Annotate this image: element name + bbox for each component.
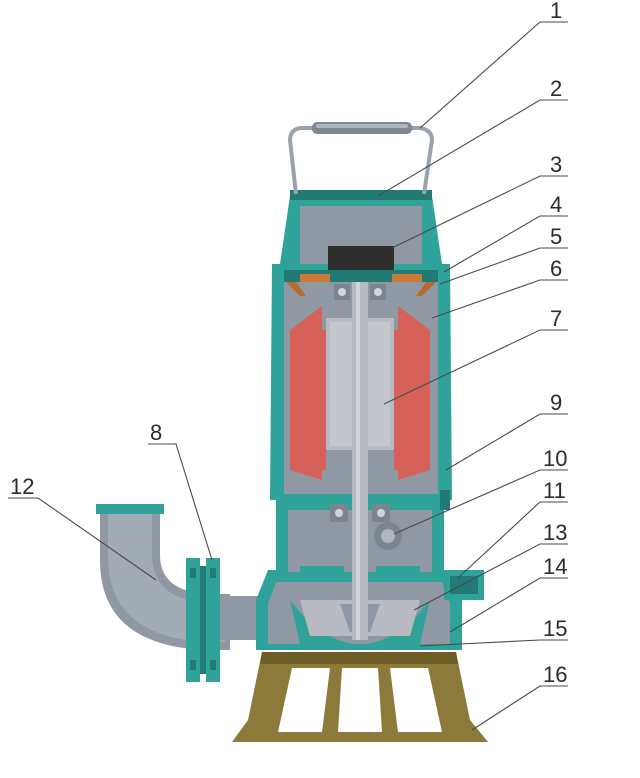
leader-3 bbox=[391, 175, 568, 249]
callout-5: 5 bbox=[550, 224, 562, 249]
leader-7 bbox=[383, 329, 568, 405]
callout-9: 9 bbox=[550, 390, 562, 415]
lower-bearing bbox=[330, 504, 390, 522]
leader-16 bbox=[471, 685, 568, 731]
leader-13 bbox=[413, 543, 568, 611]
leader-11 bbox=[457, 501, 568, 579]
leader-2 bbox=[377, 99, 568, 197]
callout-12: 12 bbox=[10, 474, 34, 499]
stator bbox=[290, 306, 430, 480]
callout-6: 6 bbox=[550, 256, 562, 281]
callout-2: 2 bbox=[550, 76, 562, 101]
leader-12 bbox=[8, 497, 157, 581]
callout-16: 16 bbox=[543, 662, 567, 687]
leader-15 bbox=[419, 639, 568, 647]
callout-8: 8 bbox=[150, 420, 162, 445]
callout-7: 7 bbox=[550, 306, 562, 331]
callout-3: 3 bbox=[550, 152, 562, 177]
callout-11: 11 bbox=[543, 478, 566, 503]
lifting-handle bbox=[287, 122, 435, 195]
leader-8 bbox=[148, 443, 213, 561]
leader-1 bbox=[419, 21, 568, 129]
callout-4: 4 bbox=[550, 192, 562, 217]
leader-4 bbox=[443, 215, 568, 273]
callout-labels: 1 2 3 4 5 6 7 8 9 10 11 12 13 14 15 16 bbox=[10, 0, 567, 687]
leader-10 bbox=[393, 469, 568, 535]
leader-5 bbox=[439, 247, 568, 285]
base-stand bbox=[232, 652, 488, 742]
upper-bearing bbox=[334, 284, 386, 300]
top-cover bbox=[280, 190, 442, 270]
callout-10: 10 bbox=[543, 446, 567, 471]
leader-6 bbox=[431, 279, 568, 319]
leader-lines bbox=[8, 21, 568, 731]
shaft bbox=[352, 280, 368, 640]
leader-14 bbox=[449, 577, 568, 633]
upper-seal-plate bbox=[284, 270, 438, 296]
callout-14: 14 bbox=[543, 554, 567, 579]
callout-13: 13 bbox=[543, 520, 567, 545]
callout-15: 15 bbox=[543, 616, 567, 641]
leader-9 bbox=[445, 413, 568, 471]
callout-1: 1 bbox=[550, 0, 562, 23]
